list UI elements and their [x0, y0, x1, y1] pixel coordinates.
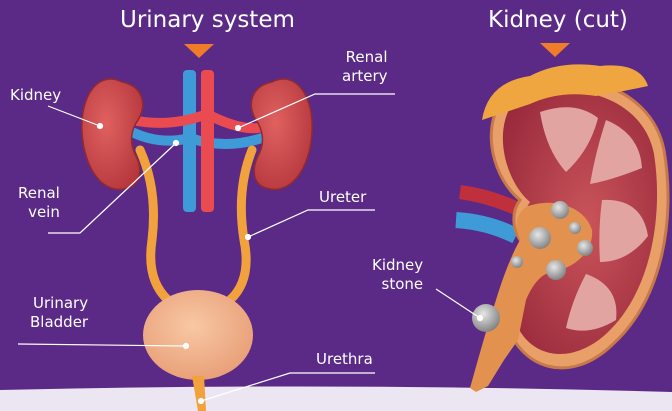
kidney-cut-title: Kidney (cut): [488, 6, 628, 34]
section-artery: [460, 192, 520, 210]
urethra-pointer-dot: [199, 399, 204, 404]
renal-artery-pointer-dot: [236, 126, 241, 131]
stone-2: [569, 222, 581, 234]
stone-3: [529, 227, 551, 249]
kidney-pointer-dot: [98, 124, 103, 129]
ureter-pointer-dot: [246, 235, 251, 240]
bottom-light-band: [0, 386, 672, 411]
stone-5: [546, 260, 566, 280]
stone-6: [511, 256, 523, 268]
stone-4: [577, 240, 593, 256]
renal-vein-pointer-dot: [174, 141, 179, 146]
urinary-bladder: [143, 290, 253, 380]
renal-vein-right: [190, 138, 262, 144]
ureter-leader: [248, 210, 375, 237]
aorta: [201, 70, 214, 212]
kidney-cut-arrow-icon: [540, 43, 570, 57]
renal-artery-label: Renal artery: [342, 48, 388, 86]
section-vein: [456, 220, 516, 236]
urinary-bladder-label: Urinary Bladder: [30, 294, 88, 332]
stone-7: [472, 304, 500, 332]
kidney-stone-pointer-dot: [478, 316, 483, 321]
ureter-label: Ureter: [319, 188, 366, 207]
kidney-stone-leader: [436, 289, 480, 318]
vena-cava: [183, 70, 196, 212]
renal-vein-left: [128, 130, 190, 141]
bladder-pointer-dot: [184, 344, 189, 349]
stone-1: [551, 201, 569, 219]
kidney-stone-label: Kidney stone: [372, 256, 423, 294]
renal-vein-label: Renal vein: [18, 184, 60, 222]
ureter-right: [230, 150, 252, 300]
renal-artery-right: [207, 114, 258, 128]
urinary-system-title: Urinary system: [120, 6, 295, 34]
kidney-label: Kidney: [10, 86, 61, 105]
renal-artery-left: [132, 114, 207, 123]
urinary-system-arrow-icon: [184, 44, 214, 58]
urethra-label: Urethra: [316, 350, 373, 369]
